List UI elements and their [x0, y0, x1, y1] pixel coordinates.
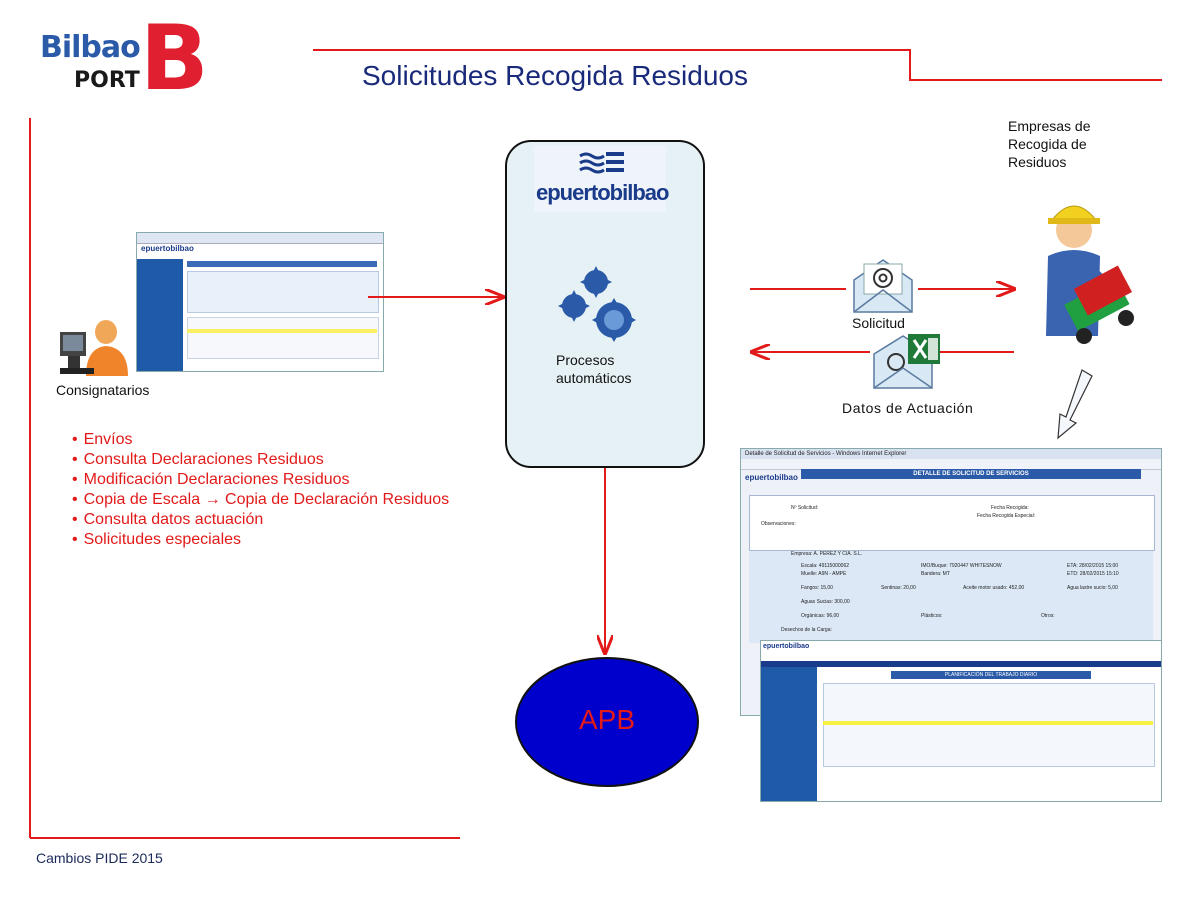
field-sentinas: Sentinas: 20,00	[881, 585, 916, 591]
consignatarios-app-screenshot: epuertobilbao	[136, 232, 384, 372]
user-computer-icon	[60, 320, 128, 376]
field-muelle: Muelle: A9N - AMPE	[801, 571, 847, 577]
bullet-item: Consulta datos actuación	[72, 510, 449, 530]
field-plasticos: Plásticos:	[921, 613, 943, 619]
logo-word-bilbao: Bilbao	[40, 30, 141, 65]
field-etd: ETD: 28/02/2015 15:10	[1067, 571, 1119, 577]
features-list: Envíos Consulta Declaraciones Residuos M…	[72, 430, 450, 550]
logo-word-port: PORT	[74, 68, 140, 93]
planning-header: PLANIFICACIÓN DEL TRABAJO DIARIO	[891, 671, 1091, 679]
email-icon	[853, 259, 913, 313]
page-title: Solicitudes Recogida Residuos	[362, 60, 748, 91]
worker-icon	[1046, 205, 1134, 344]
field-imo: IMO/Buque: 7920447 WHITESNOW	[921, 563, 1002, 569]
apb-node	[515, 657, 699, 787]
field-aguas-sucias: Aguas Sucias: 300,00	[801, 599, 850, 605]
field-observaciones: Observaciones:	[761, 521, 796, 527]
field-fecha-recogida: Fecha Recogida:	[991, 505, 1029, 511]
apb-label: APB	[578, 704, 636, 735]
datos-actuacion-label: Datos de Actuación	[842, 400, 974, 416]
field-agua-lastre: Agua lastre sucio: 5,00	[1067, 585, 1118, 591]
gears-icon	[558, 266, 636, 342]
bullet-item: Envíos	[72, 430, 449, 450]
bullet-item: Copia de Escala → Copia de Declaración R…	[72, 490, 450, 510]
detail-brand: epuertobilbao	[745, 473, 798, 482]
field-otros: Otros:	[1041, 613, 1055, 619]
field-aceite: Aceite motor usado: 452,00	[963, 585, 1025, 591]
empresas-label-line2: Recogida de	[1008, 136, 1087, 152]
field-empresa: Empresa: A. PEREZ Y CIA. S.L.	[791, 551, 863, 557]
window-title: Detalle de Solicitud de Servicios - Wind…	[741, 449, 1161, 459]
epuertobilbao-logo: epuertobilbao	[534, 146, 669, 212]
planificacion-screenshot: epuertobilbao PLANIFICACIÓN DEL TRABAJO …	[760, 640, 1162, 802]
empresas-label-line3: Residuos	[1008, 154, 1067, 170]
field-desechos: Desechos de la Carga:	[781, 627, 832, 633]
field-n-solicitud: Nº Solicitud:	[791, 505, 819, 511]
field-escala: Escala: 49115000062	[801, 563, 850, 569]
empresas-label-line1: Empresas de	[1008, 118, 1091, 134]
excel-icon	[873, 334, 940, 389]
waves-icon	[579, 152, 624, 174]
consignatarios-label: Consignatarios	[56, 382, 150, 398]
field-bandera: Bandera: MT	[921, 571, 950, 577]
processes-label-line1: Procesos	[556, 352, 615, 368]
field-organicas: Orgánicas: 96,00	[801, 613, 840, 619]
field-fecha-especial: Fecha Recogida Especial:	[977, 513, 1036, 519]
bullet-item: Consulta Declaraciones Residuos	[72, 450, 449, 470]
logo-mark: B	[140, 6, 209, 111]
planning-brand: epuertobilbao	[763, 643, 810, 650]
epuertobilbao-brand: epuertobilbao	[536, 180, 669, 205]
field-fangos: Fangos: 15,00	[801, 585, 833, 591]
processes-label-line2: automáticos	[556, 370, 632, 386]
field-eta: ETA: 28/02/2015 15:00	[1067, 563, 1119, 569]
detail-header: DETALLE DE SOLICITUD DE SERVICIOS	[801, 469, 1141, 479]
bullet-item: Modificación Declaraciones Residuos	[72, 470, 449, 490]
footer-label: Cambios PIDE 2015	[36, 850, 163, 866]
bullet-item: Solicitudes especiales	[72, 530, 449, 550]
solicitud-label: Solicitud	[852, 315, 905, 331]
